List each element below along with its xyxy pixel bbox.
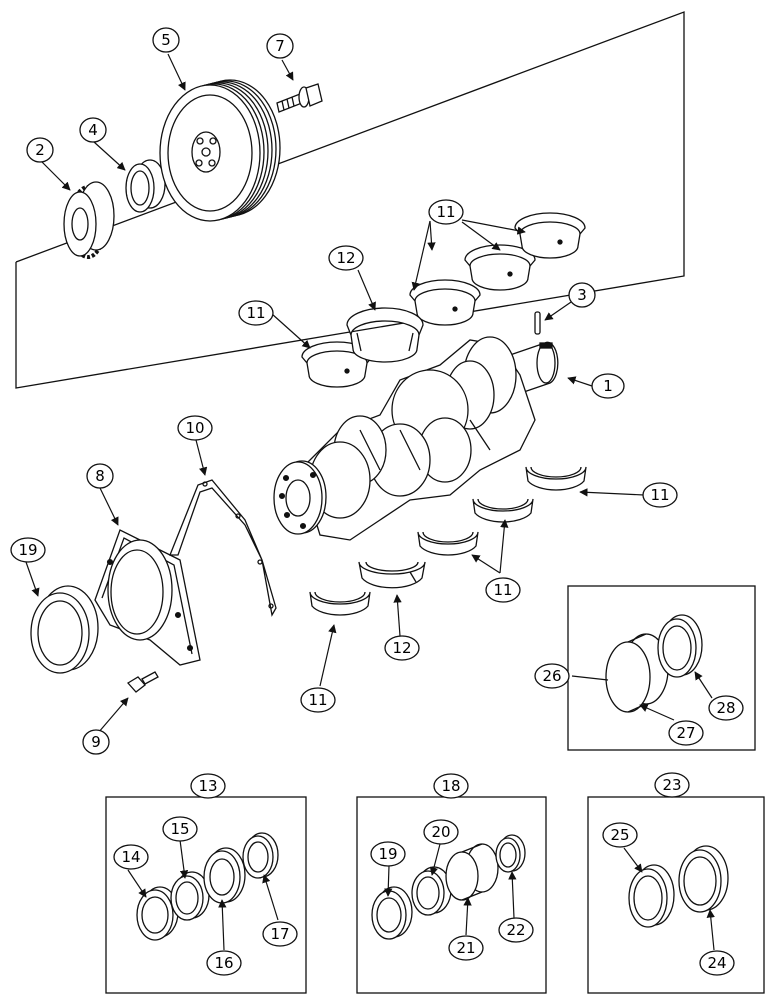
callout-text-23: 23 — [662, 776, 681, 794]
callout-text-4: 4 — [88, 121, 98, 139]
callout-text-17: 17 — [270, 925, 289, 943]
callout-text-26: 26 — [542, 667, 561, 685]
callout-12a: 12 — [328, 245, 364, 271]
thrust-bearing-lower — [358, 561, 426, 589]
callout-22: 22 — [498, 917, 534, 943]
callout-14: 14 — [113, 844, 149, 870]
bearing-shell-lower-4 — [525, 466, 587, 491]
callout-text-24: 24 — [707, 954, 726, 972]
callout-text-18: 18 — [441, 777, 460, 795]
callout-text-13: 13 — [198, 777, 217, 795]
callout-7: 7 — [266, 33, 294, 59]
callout-text-28: 28 — [716, 699, 735, 717]
kit-13-parts — [136, 832, 279, 941]
callout-18: 18 — [433, 773, 469, 799]
callout-text-9: 9 — [91, 733, 101, 751]
bearing-shell-lower-1 — [309, 591, 371, 616]
callout-3: 3 — [568, 282, 596, 308]
callout-text-2: 2 — [35, 141, 45, 159]
callout-text-7: 7 — [275, 37, 285, 55]
kit-18-parts — [371, 834, 526, 940]
callout-11b: 11 — [238, 300, 274, 326]
callout-text-11c: 11 — [650, 486, 669, 504]
callout-26: 26 — [534, 663, 570, 689]
callout-text-27: 27 — [676, 724, 695, 742]
callout-11e: 11 — [300, 687, 336, 713]
callout-25: 25 — [602, 822, 638, 848]
callout-19a: 19 — [10, 537, 46, 563]
kit-box-26 — [567, 585, 756, 751]
callout-2: 2 — [26, 137, 54, 163]
callout-9: 9 — [82, 729, 110, 755]
callout-24: 24 — [699, 950, 735, 976]
crankshaft-pulley — [159, 79, 281, 222]
pulley-bolt — [276, 83, 323, 113]
callout-20: 20 — [423, 819, 459, 845]
rear-seal-housing — [94, 529, 201, 666]
housing-bolt — [126, 671, 159, 693]
callout-text-3: 3 — [577, 286, 587, 304]
callout-text-14: 14 — [121, 848, 140, 866]
callout-text-15: 15 — [170, 820, 189, 838]
callout-4: 4 — [79, 117, 107, 143]
callout-12b: 12 — [384, 635, 420, 661]
callout-28: 28 — [708, 695, 744, 721]
bearing-shell-upper-2 — [409, 279, 481, 326]
callout-27: 27 — [668, 720, 704, 746]
callout-21: 21 — [448, 935, 484, 961]
callout-13: 13 — [190, 773, 226, 799]
rear-seal — [30, 585, 99, 674]
front-assembly-outline — [15, 11, 685, 389]
callout-text-8: 8 — [95, 467, 105, 485]
callout-text-11a: 11 — [436, 203, 455, 221]
callout-23: 23 — [654, 772, 690, 798]
bearing-shell-upper-3 — [464, 244, 536, 291]
callout-16: 16 — [206, 950, 242, 976]
callout-text-1: 1 — [603, 377, 613, 395]
callout-text-11b: 11 — [246, 304, 265, 322]
callout-text-19b: 19 — [378, 845, 397, 863]
crankshaft-gear — [63, 181, 115, 259]
callout-text-11e: 11 — [308, 691, 327, 709]
dowel-pin — [534, 311, 541, 335]
callout-17: 17 — [262, 921, 298, 947]
callout-8: 8 — [86, 463, 114, 489]
housing-gasket — [169, 479, 277, 617]
callout-11a: 11 — [428, 199, 464, 225]
callout-text-12a: 12 — [336, 249, 355, 267]
leader-lines — [25, 53, 715, 951]
spacer-ring — [125, 159, 166, 213]
bearing-shell-lower-3 — [472, 498, 534, 523]
callout-1: 1 — [591, 373, 625, 399]
main-bearing-shells — [301, 212, 587, 616]
callout-text-22: 22 — [506, 921, 525, 939]
callout-11c: 11 — [642, 482, 678, 508]
callout-text-10: 10 — [185, 419, 204, 437]
callout-text-25: 25 — [610, 826, 629, 844]
callout-labels: 1 2 3 4 5 7 8 9 10 11 11 11 11 11 12 12 … — [10, 27, 744, 976]
callout-text-5: 5 — [161, 31, 171, 49]
kit-26-parts — [605, 614, 703, 713]
callout-10: 10 — [177, 415, 213, 441]
callout-15: 15 — [162, 816, 198, 842]
kit-23-parts — [628, 845, 729, 928]
thrust-bearings — [346, 307, 426, 589]
callout-text-12b: 12 — [392, 639, 411, 657]
bearing-shell-lower-2 — [417, 531, 479, 556]
callout-text-11d: 11 — [493, 581, 512, 599]
callout-text-21: 21 — [456, 939, 475, 957]
crankshaft — [273, 336, 559, 541]
thrust-bearing-upper — [346, 307, 424, 363]
callout-11d: 11 — [485, 577, 521, 603]
callout-19b: 19 — [370, 841, 406, 867]
callout-5: 5 — [152, 27, 180, 53]
callout-text-20: 20 — [431, 823, 450, 841]
callout-text-16: 16 — [214, 954, 233, 972]
callout-text-19a: 19 — [18, 541, 37, 559]
bearing-shell-upper-4 — [514, 212, 586, 259]
